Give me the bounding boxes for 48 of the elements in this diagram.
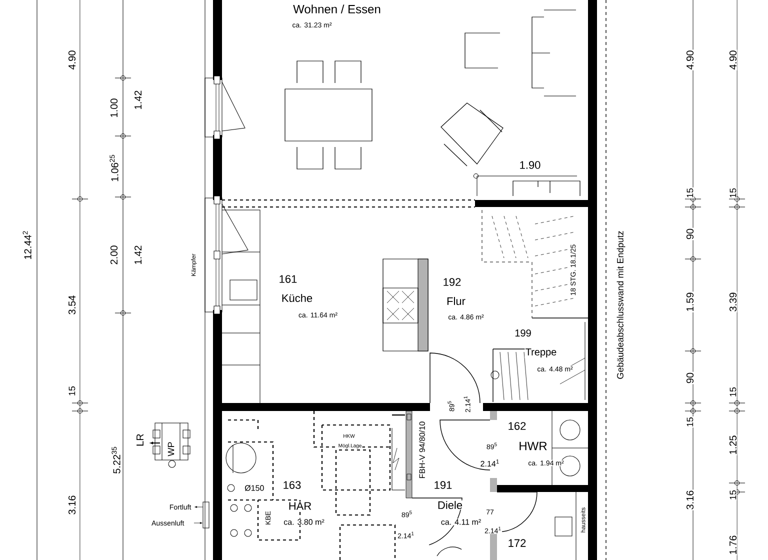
room-area: ca. 3.80 m² [283, 518, 325, 526]
dimension-label: 1.06$^{25}$ [109, 154, 119, 182]
annotation-label: Gebäudeabschlusswand mit Endputz [616, 230, 626, 380]
dimension-label: 1.42 [134, 244, 142, 266]
dimension-label: 15 [686, 416, 694, 428]
room-number: 162 [507, 422, 527, 430]
dimension-label: 4.90 [686, 50, 694, 70]
room-name: Wohnen / Essen [292, 4, 382, 14]
room-number: 161 [278, 274, 298, 284]
dimension-label: 4.90 [68, 50, 76, 70]
equipment-label: FBH-V 94/80/10 [418, 420, 426, 480]
door-dimension: 2.14$^{1}$ [480, 458, 500, 468]
annotation-label: LR [136, 433, 144, 447]
dimension-label: 15 [729, 386, 737, 398]
room-name: HWR [518, 441, 548, 451]
dimension-label: 90 [686, 228, 694, 240]
dimension-label: 1.25 [728, 434, 738, 456]
room-name: Flur [446, 296, 466, 306]
room-name: Küche [280, 293, 314, 303]
dimension-label: 12.44$^{2}$ [22, 230, 32, 260]
annotation-label: Ø150 [244, 484, 265, 492]
room-name: HAR [288, 502, 312, 510]
dimension-label: 1.42 [134, 90, 142, 110]
dimension-label: 5.22$^{35}$ [111, 446, 121, 474]
dimension-label: 15 [68, 385, 76, 397]
dimension-label: 1.59 [686, 292, 694, 312]
dimension-label: 15 [686, 187, 694, 199]
room-area: ca. 4.11 m² [440, 518, 482, 526]
room-number: 199 [514, 328, 532, 338]
room-number: 172 [507, 538, 527, 548]
equipment-label: WP [167, 441, 175, 457]
dimension-label: 1.90 [518, 160, 542, 170]
dimension-label: 15 [729, 187, 737, 199]
dimension-label: 3.16 [686, 490, 694, 510]
dimension-label: 3.16 [68, 494, 76, 516]
dimension-label: 3.39 [728, 292, 738, 312]
dimension-label: 90 [686, 372, 694, 384]
dimension-label: 2.00 [110, 244, 118, 266]
dimension-label: 4.90 [728, 50, 738, 70]
dimension-label: 3.54 [68, 294, 76, 316]
dimension-label: 1.00 [110, 98, 118, 118]
room-name: Diele [436, 500, 464, 510]
room-name: Treppe [524, 348, 558, 358]
room-number: 191 [433, 480, 453, 490]
dimension-label: 15 [729, 489, 737, 501]
room-number: 163 [282, 480, 302, 490]
room-number: 192 [442, 278, 462, 286]
dimension-label: 1.76 [728, 534, 738, 556]
